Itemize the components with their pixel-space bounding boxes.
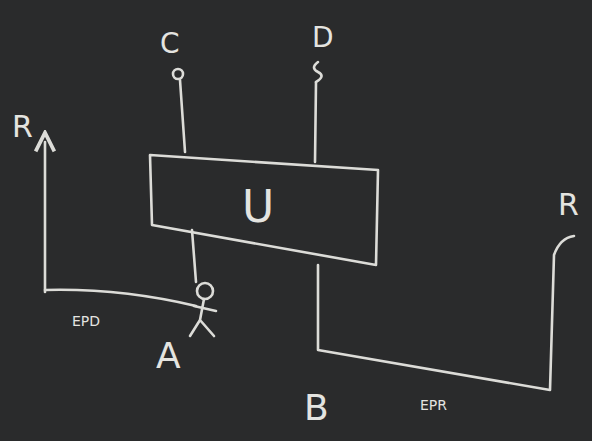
entangled-link <box>45 290 196 306</box>
chalk-label: D <box>312 24 334 52</box>
chalk-label: A <box>156 338 181 374</box>
squiggle <box>314 62 322 82</box>
wire <box>192 230 196 282</box>
arrow-line <box>44 142 47 292</box>
gate-box: U <box>148 152 380 268</box>
qubit-circle <box>173 69 183 79</box>
wire <box>315 82 316 162</box>
chalk-label: EPR <box>420 398 447 412</box>
chalk-label: EPD <box>72 314 100 328</box>
wire <box>180 80 185 152</box>
stick-figure <box>190 283 216 336</box>
gate-label: U <box>242 185 274 229</box>
chalk-label: R <box>558 190 579 220</box>
chalk-label: C <box>160 30 180 58</box>
entangled-link <box>318 236 574 390</box>
chalk-label: R <box>12 112 33 142</box>
chalk-label: B <box>304 390 329 426</box>
